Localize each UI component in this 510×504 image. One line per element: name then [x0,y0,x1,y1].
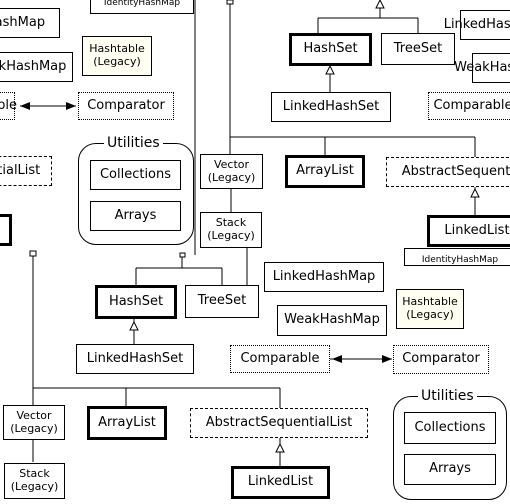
sequential-list-box[interactable]: AbstractSequentialList [0,156,52,186]
arrays-label: Arrays [429,461,471,477]
hashset-box[interactable]: HashSet [95,285,177,319]
weak-hashmap-box[interactable]: WeakHashMap [454,53,510,83]
linked-hashmap-label: LinkedHashMap [443,16,510,32]
hashset-box[interactable]: HashSet [289,33,372,66]
collections-box[interactable]: Collections [90,160,181,190]
comparable-label: Comparable [433,97,510,113]
vector-label: Vector (Legacy) [10,408,58,435]
comparator-label: Comparator [402,351,480,367]
vector-label: Vector (Legacy) [207,157,256,184]
hashmap-box[interactable]: HashMap [0,8,60,38]
comparable-box[interactable]: Comparable [428,92,510,120]
vector-box[interactable]: Vector (Legacy) [200,154,263,189]
linkedlist-box[interactable] [0,214,12,246]
linkedlist-label: LinkedList [444,222,510,238]
arraylist-label: ArrayList [98,414,156,430]
collections-label: Collections [99,166,172,182]
weak-hashmap-box[interactable]: WeakHashMap [0,52,73,82]
identity-hashmap-box[interactable]: IdentityHashMap [90,0,194,14]
linked-hashset-label: LinkedHashSet [282,98,380,114]
identity-hashmap-label: IdentityHashMap [421,254,499,265]
linked-hashmap-box[interactable]: LinkedHashMap [444,10,510,40]
sequential-list-box[interactable]: AbstractSequentialList [190,408,368,438]
arrays-box[interactable]: Arrays [90,201,181,231]
comparable-label: Comparable [0,97,18,113]
sequential-list-box[interactable]: AbstractSequentialList [386,157,510,187]
weak-hashmap-box[interactable]: WeakHashMap [277,305,387,336]
linked-hashmap-box[interactable]: LinkedHashMap [264,262,384,292]
arrays-label: Arrays [114,207,157,223]
hashtable-box[interactable]: Hashtable (Legacy) [82,36,152,76]
linked-hashmap-label: LinkedHashMap [272,268,376,284]
vector-box[interactable]: Vector (Legacy) [3,405,65,440]
collections-box[interactable]: Collections [404,412,496,444]
comparator-box[interactable]: Comparator [393,345,489,374]
treeset-box[interactable]: TreeSet [381,33,455,65]
stack-box[interactable]: Stack (Legacy) [200,212,262,248]
arrays-box[interactable]: Arrays [404,454,496,485]
comparator-box[interactable]: Comparator [78,92,174,120]
hashset-label: HashSet [108,293,164,309]
identity-hashmap-label: IdentityHashMap [103,0,181,8]
comparable-box[interactable]: Comparable [230,345,330,373]
sequential-list-label: AbstractSequentialList [205,414,353,430]
linked-hashset-box[interactable]: LinkedHashSet [76,344,194,374]
treeset-label: TreeSet [197,293,247,309]
utilities-title: Utilities [418,388,477,404]
linkedlist-box[interactable]: LinkedList [231,466,330,499]
comparable-box[interactable]: Comparable [0,92,18,120]
hashtable-box[interactable]: Hashtable (Legacy) [396,289,464,329]
hashtable-label: Hashtable (Legacy) [402,295,458,321]
stack-label: Stack (Legacy) [207,216,255,242]
linkedlist-label: LinkedList [247,474,314,490]
hashset-label: HashSet [303,41,358,57]
sequential-list-label: AbstractSequentialList [401,163,510,179]
collections-label: Collections [414,419,486,435]
weak-hashmap-label: WeakHashMap [284,312,380,328]
arraylist-box[interactable]: ArrayList [87,406,167,440]
hashmap-label: HashMap [0,14,46,30]
comparator-label: Comparator [87,97,165,113]
arraylist-label: ArrayList [296,163,354,179]
utilities-title: Utilities [104,135,163,151]
linked-hashset-label: LinkedHashSet [86,350,184,366]
sequential-list-label: AbstractSequentialList [0,162,41,178]
hashtable-label: Hashtable (Legacy) [89,42,145,68]
weak-hashmap-label: WeakHashMap [454,59,510,75]
stack-box[interactable]: Stack (Legacy) [4,463,65,499]
arraylist-box[interactable]: ArrayList [285,155,365,188]
weak-hashmap-label: WeakHashMap [0,58,67,74]
comparable-label: Comparable [240,350,320,366]
treeset-label: TreeSet [393,40,443,56]
identity-hashmap-box[interactable]: IdentityHashMap [404,248,510,266]
linkedlist-box[interactable]: LinkedList [427,215,510,247]
treeset-box[interactable]: TreeSet [185,285,259,318]
linked-hashset-box[interactable]: LinkedHashSet [271,92,391,122]
stack-label: Stack (Legacy) [10,467,59,493]
